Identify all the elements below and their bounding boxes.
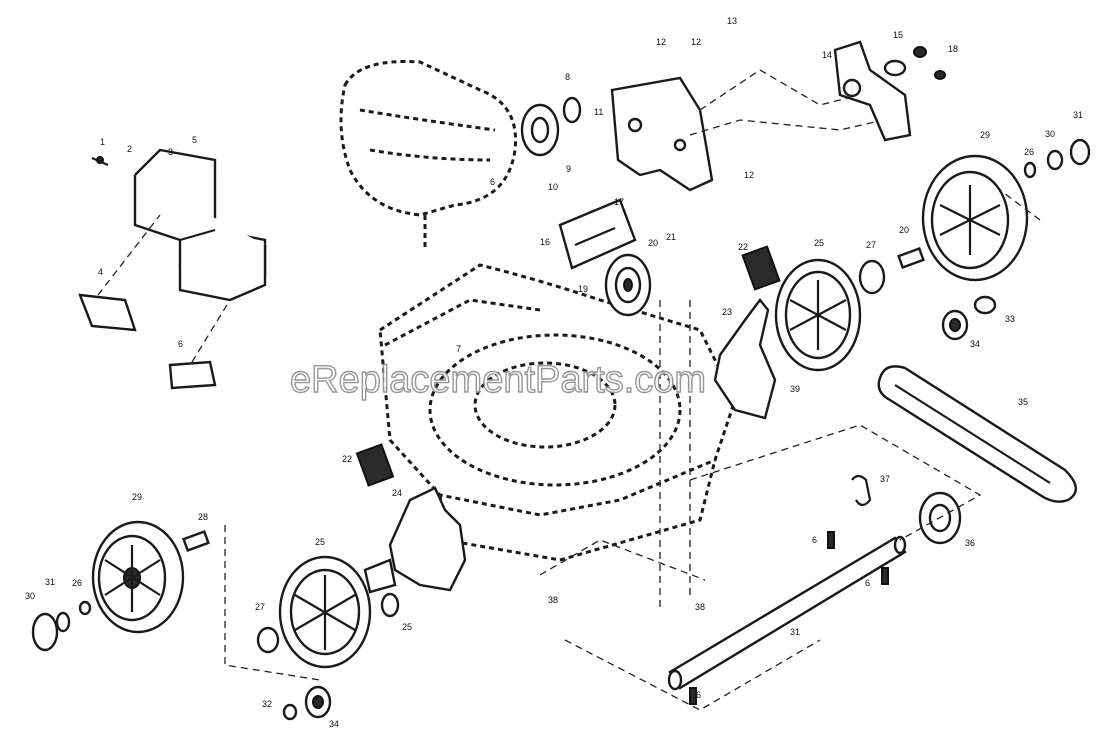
wheel-right-outer [921,138,1091,282]
watermark: eReplacementParts.com [290,359,706,401]
engine-assembly [339,60,518,250]
part-number-callout: 8 [565,72,570,82]
part-number-callout: 20 [899,225,909,235]
part-number-callout: 10 [548,182,558,192]
part-number-callout: 21 [666,232,676,242]
drive-gear-right [941,295,997,341]
part-number-callout: 12 [656,37,666,47]
part-number-callout: 30 [25,591,35,601]
part-number-callout: 36 [965,538,975,548]
part-number-callout: 25 [315,537,325,547]
part-number-callout: 25 [814,238,824,248]
small-parts-left [224,525,332,721]
part-number-callout: 31 [790,627,800,637]
part-number-callout: 22 [342,454,352,464]
part-number-callout: 35 [1018,397,1028,407]
part-number-callout: 22 [738,242,748,252]
part-number-callout: 11 [594,107,603,117]
part-number-callout: 16 [540,237,550,247]
part-number-callout: 32 [262,699,272,709]
part-number-callout: 27 [866,240,876,250]
height-adjuster-left [355,443,467,594]
part-number-callout: 2 [127,144,132,154]
drive-shaft [667,474,907,705]
part-number-callout: 6 [490,177,495,187]
part-number-callout: 23 [722,307,732,317]
part-number-callout: 37 [880,474,890,484]
part-number-callout: 26 [72,578,82,588]
part-number-callout: 26 [1024,147,1034,157]
rear-cover-assembly [78,148,267,390]
drive-pulley-upper [604,253,652,317]
side-bracket [833,40,946,142]
part-number-callout: 18 [948,44,958,54]
part-number-callout: 7 [456,344,461,354]
part-number-callout: 12 [744,170,754,180]
part-number-callout: 25 [402,622,412,632]
part-number-callout: 12 [691,37,701,47]
part-number-callout: 1 [100,137,105,147]
part-number-callout: 29 [980,130,990,140]
part-number-callout: 31 [45,577,55,587]
drive-belt [877,365,1077,503]
part-number-callout: 4 [98,267,103,277]
wheel-right-inner [774,247,925,372]
part-number-callout: 9 [566,164,571,174]
part-number-callout: 14 [822,50,832,60]
part-number-callout: 19 [578,284,588,294]
part-number-callout: 5 [192,135,197,145]
part-number-callout: 15 [893,30,903,40]
part-number-callout: 33 [1005,314,1015,324]
handle-bracket [610,69,906,192]
part-number-callout: 34 [970,339,980,349]
part-number-callout: 38 [695,602,705,612]
part-number-callout: 24 [392,488,402,498]
label-plate [558,198,637,270]
part-number-callout: 20 [648,238,658,248]
part-number-callout: 6 [696,690,701,700]
wheel-left-inner [278,555,400,669]
part-number-callout: 30 [1045,129,1055,139]
part-number-callout: 28 [198,512,208,522]
wheel-left-outer [31,520,210,652]
part-number-callout: 13 [727,16,737,26]
part-number-callout: 27 [255,602,265,612]
part-number-callout: 6 [178,339,183,349]
part-number-callout: 39 [790,384,800,394]
part-number-callout: 6 [812,535,817,545]
height-adjuster-right [713,245,781,420]
assembly-leader-lines [539,300,982,711]
part-number-callout: 6 [865,578,870,588]
part-number-callout: 38 [548,595,558,605]
engine-pulley [520,96,582,157]
part-number-callout: 17 [614,197,624,207]
part-number-callout: 29 [132,492,142,502]
part-number-callout: 34 [329,719,339,729]
part-number-callout: 3 [168,147,173,157]
part-number-callout: 31 [1073,110,1083,120]
